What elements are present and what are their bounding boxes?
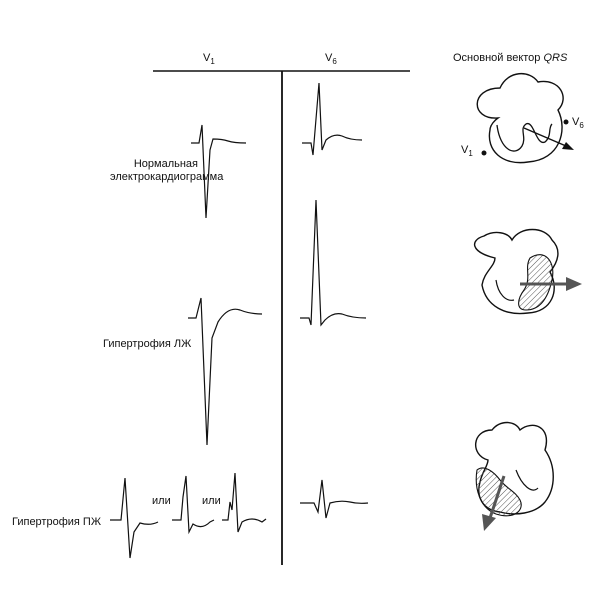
heart-lvh bbox=[474, 228, 582, 315]
heart-rvh bbox=[475, 421, 554, 531]
qrs-vector-normal-head bbox=[562, 142, 574, 150]
ecg-normal-v6 bbox=[302, 82, 363, 156]
lead-v6-point bbox=[563, 119, 569, 125]
ecg-rvh-v1-variant3 bbox=[222, 472, 267, 533]
qrs-vector-lvh-head bbox=[566, 277, 582, 291]
ecg-normal-v1 bbox=[191, 124, 247, 219]
row-label-rvh: Гипертрофия ПЖ bbox=[12, 516, 101, 528]
qrs-vector-rvh bbox=[488, 475, 506, 519]
heart-lead-v1-label: V1 bbox=[461, 144, 473, 158]
ecg-rvh-v6 bbox=[300, 479, 369, 519]
ecg-lvh-v6 bbox=[300, 199, 367, 327]
ecg-rvh-v1-variant1 bbox=[110, 477, 159, 559]
heart-lead-v6-label: V6 bbox=[572, 116, 584, 130]
or-label-1: или bbox=[152, 495, 171, 507]
heart-lvh-wall bbox=[518, 254, 554, 311]
heart-normal bbox=[476, 73, 574, 164]
lead-v6-header: V6 bbox=[325, 52, 337, 66]
ecg-lvh-v1 bbox=[188, 297, 263, 446]
lead-v1-header: V1 bbox=[203, 52, 215, 66]
row-label-normal: Нормальная электрокардиограмма bbox=[110, 158, 224, 183]
ecg-rvh-v1-variant2 bbox=[172, 475, 215, 535]
row-label-lvh: Гипертрофия ЛЖ bbox=[103, 338, 192, 350]
heart-lvh-outline bbox=[474, 228, 559, 315]
heart-rvh-cavity bbox=[515, 469, 539, 491]
qrs-vector-normal bbox=[523, 127, 567, 147]
lead-v1-point bbox=[481, 150, 487, 156]
qrs-vector-rvh-head bbox=[482, 514, 496, 531]
or-label-2: или bbox=[202, 495, 221, 507]
heart-lvh-cavity bbox=[495, 279, 515, 301]
heart-normal-outline bbox=[476, 73, 564, 164]
heart-normal-cavity bbox=[496, 123, 553, 152]
qrs-vector-title: Основной вектор QRS bbox=[453, 52, 568, 64]
